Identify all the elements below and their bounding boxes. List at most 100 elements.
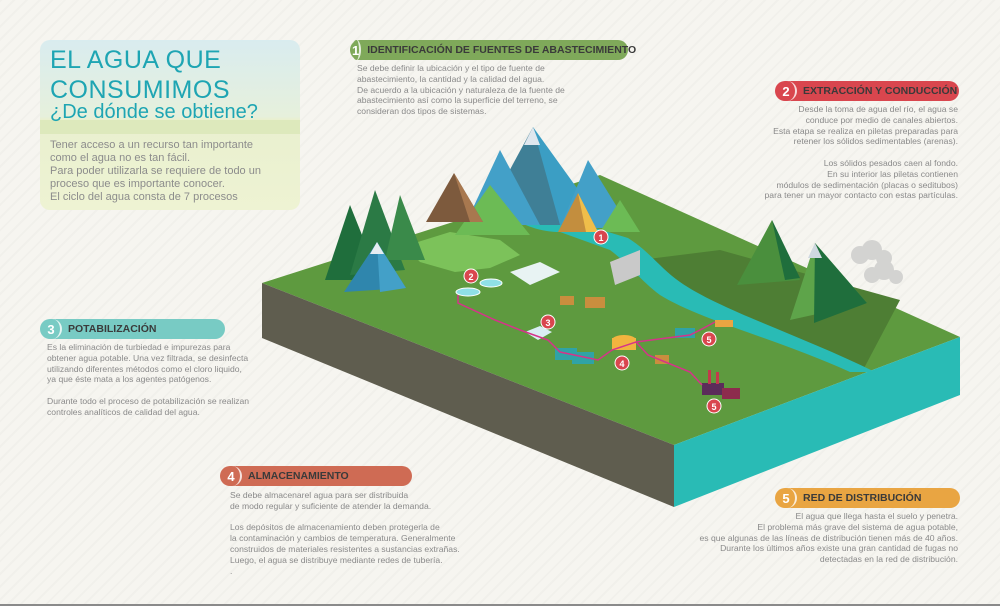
text-line: módulos de sedimentación (placas o sedit… (776, 179, 958, 190)
terrain-side-water (674, 337, 960, 507)
river (505, 205, 875, 372)
text-line: abastecimiento, la cantidad y la calidad… (357, 73, 545, 84)
text-line: retener los sólidos sedimentables (arena… (793, 136, 958, 147)
text-line: abastecimiento así como la superficie de… (357, 95, 558, 106)
text-line: Los depósitos de almacenamiento deben pr… (230, 522, 440, 533)
sedimentation-pool (479, 278, 503, 288)
text-line: El problema más grave del sistema de agu… (757, 521, 958, 532)
marker-label: 4 (619, 359, 624, 369)
mountain-snow (524, 127, 540, 145)
title-line-2: CONSUMIMOS (50, 76, 230, 104)
text-line: Se debe almacenarel agua para ser distri… (230, 490, 409, 500)
marker-label: 1 (598, 233, 603, 243)
intro-line: proceso que es importante conocer. (50, 178, 225, 190)
text-line: Durante los últimos años existe una gran… (720, 543, 958, 554)
text-line: controles analíticos de calidad del agua… (47, 406, 200, 417)
storage-tank (612, 338, 636, 350)
step-3-text: Es la eliminación de turbiedad e impurez… (47, 342, 249, 418)
step-number: 1 (352, 40, 362, 60)
intro-line: como el agua no es tan fácil. (50, 152, 191, 164)
text-line: Luego, el agua se distribuye mediante re… (230, 554, 443, 565)
mountain-snow (370, 242, 384, 254)
hill-slope (640, 250, 900, 372)
text-line: Es la eliminación de turbiedad e impurez… (47, 342, 231, 352)
forest-patch (405, 232, 520, 272)
mountain (772, 220, 800, 280)
text-line: Durante todo el proceso de potabilizació… (47, 395, 250, 406)
step-5-header: 5 RED DE DISTRIBUCIÓN (775, 488, 960, 508)
intro-line: Tener acceso a un recurso tan importante (50, 139, 254, 151)
step-title: EXTRACCIÓN Y CONDUCCIÓN (803, 85, 958, 97)
step-1-text: Se debe definir la ubicación y el tipo d… (357, 63, 565, 117)
step-1-header: 1 IDENTIFICACIÓN DE FUENTES DE ABASTECIM… (350, 40, 636, 60)
marker-label: 3 (545, 318, 550, 328)
marker-label: 5 (706, 335, 711, 345)
step-4-header: 4 ALMACENAMIENTO (220, 466, 412, 486)
houses (560, 296, 669, 364)
factory (702, 370, 740, 399)
page-title: EL AGUA QUE CONSUMIMOS (50, 45, 230, 105)
step-number: 3 (42, 319, 62, 339)
mountain (600, 200, 640, 232)
marker-4[interactable]: 4 (614, 355, 630, 371)
text-line: . (230, 565, 233, 576)
text-line: construidos de materiales resistentes a … (230, 543, 460, 554)
step-title: POTABILIZACIÓN (68, 323, 157, 335)
text-line (230, 512, 460, 523)
page-subtitle: ¿De dónde se obtiene? (50, 101, 258, 123)
text-line: ya que éste mata a los agentes patógenos… (47, 374, 212, 385)
step-3-header: 3 POTABILIZACIÓN (40, 319, 225, 339)
text-line (47, 385, 249, 396)
mountain (377, 242, 406, 292)
step-4-text: Se debe almacenarel agua para ser distri… (230, 490, 460, 576)
marker-3[interactable]: 3 (540, 314, 556, 330)
marker-1[interactable]: 1 (593, 229, 609, 245)
text-line: es que algunas de las líneas de distribu… (699, 532, 958, 543)
text-line: obtener agua potable. Una vez filtrada, … (47, 352, 249, 363)
text-line: para tener un mayor contacto con estas p… (764, 190, 958, 201)
dam (610, 250, 640, 285)
step-2-header: 2 EXTRACCIÓN Y CONDUCCIÓN (775, 81, 959, 101)
mountain (814, 243, 867, 323)
filter-beds (510, 262, 560, 285)
mountain (578, 193, 598, 232)
text-line: Esta etapa se realiza en piletas prepara… (773, 125, 958, 136)
text-line: conduce por medio de canales abiertos. (805, 114, 958, 125)
text-line: El agua que llega hasta el suelo y penet… (795, 511, 958, 521)
text-line: En su interior las piletas contienen (827, 168, 958, 179)
step-title: IDENTIFICACIÓN DE FUENTES DE ABASTECIMIE… (367, 44, 637, 56)
marker-label: 2 (468, 272, 473, 282)
mountain (455, 185, 530, 235)
marker-5a[interactable]: 5 (701, 331, 717, 347)
marker-label: 5 (711, 402, 716, 412)
step-5-text: El agua que llega hasta el suelo y penet… (700, 511, 958, 565)
text-line: De acuerdo a la ubicación y naturaleza d… (357, 84, 565, 95)
step-title: ALMACENAMIENTO (248, 470, 349, 482)
terrain-side-soil (262, 283, 674, 507)
intro-line: Para poder utilizarla se requiere de tod… (50, 165, 261, 177)
text-line: Los sólidos pesados caen al fondo. (823, 157, 958, 168)
title-box: EL AGUA QUE CONSUMIMOS ¿De dónde se obti… (40, 40, 300, 210)
text-line: Desde la toma de agua del río, el agua s… (798, 104, 958, 114)
step-2-text: Desde la toma de agua del río, el agua s… (765, 104, 958, 201)
treatment-plant (525, 326, 552, 340)
mountain (385, 195, 425, 260)
step-title: RED DE DISTRIBUCIÓN (803, 492, 922, 504)
bottom-border (0, 604, 1000, 606)
step-number: 5 (777, 488, 797, 508)
marker-5b[interactable]: 5 (706, 398, 722, 414)
text-line: Se debe definir la ubicación y el tipo d… (357, 63, 545, 73)
text-line: utilizando diferentes métodos como el cl… (47, 363, 242, 374)
marker-2[interactable]: 2 (463, 268, 479, 284)
text-line: la contaminación y cambios de temperatur… (230, 533, 456, 544)
mountain-snow (808, 243, 822, 258)
sedimentation-pool (455, 287, 481, 297)
title-line-1: EL AGUA QUE (50, 46, 222, 74)
water-pipe (457, 295, 716, 386)
text-line (765, 147, 958, 158)
mountain (454, 173, 483, 222)
text-line: detectadas en la red de distribución. (819, 554, 958, 565)
cloud (851, 240, 903, 284)
text-line: de modo regular y suficiente de atender … (230, 500, 432, 511)
